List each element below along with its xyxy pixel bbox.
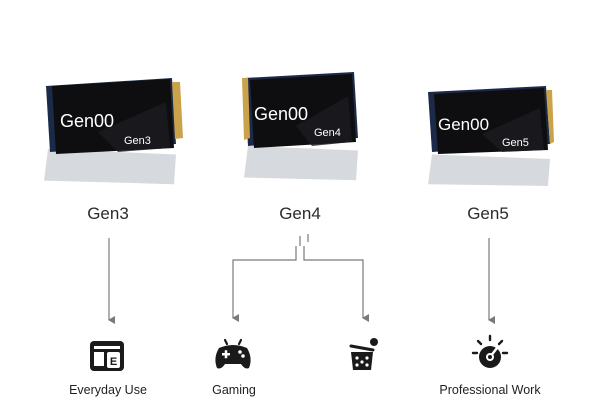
gen5-label: Gen5	[467, 204, 509, 223]
ssd-gen5-image: Gen00 Gen5	[422, 82, 556, 192]
arrow-gen4-cube	[303, 246, 369, 322]
ssd-gen4-image: Gen00 Gen4	[238, 68, 364, 188]
ssd-gen3-image: Gen00 Gen3	[38, 72, 184, 192]
game-cube-icon	[345, 336, 381, 377]
svg-text:E: E	[110, 356, 117, 368]
calendar-app-icon: E	[89, 340, 125, 377]
arrow-gen4-gaming	[232, 246, 297, 322]
gauge-icon	[471, 334, 509, 375]
gamepad-icon	[213, 338, 253, 377]
gen4-label: Gen4	[279, 204, 321, 223]
everyday-use-label: Everyday Use	[69, 383, 147, 397]
ssd-gen-mark: Gen4	[314, 127, 341, 139]
professional-work-label: Professional Work	[439, 383, 541, 397]
ssd-brand: Gen00	[438, 115, 489, 134]
ssd-gen-mark: Gen3	[124, 135, 151, 147]
ssd-brand: Gen00	[60, 111, 114, 131]
ssd-gen-mark: Gen5	[502, 137, 529, 149]
gaming-label: Gaming	[212, 383, 256, 397]
ssd-brand: Gen00	[254, 104, 308, 124]
gen3-label: Gen3	[87, 204, 129, 223]
